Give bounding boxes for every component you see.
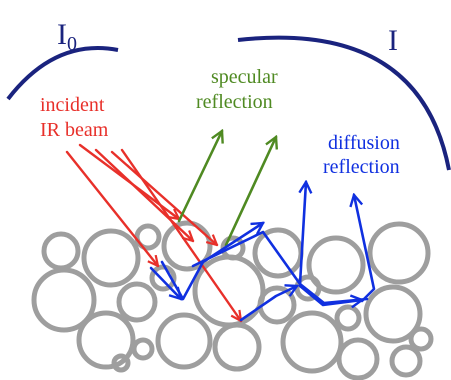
particle: [306, 235, 366, 295]
particle: [257, 285, 297, 325]
incident-beam-label: incident IR beam: [40, 94, 109, 141]
particle: [134, 223, 162, 251]
particle: [81, 228, 141, 288]
particle: [336, 337, 380, 380]
specular-reflection-label: specular reflection: [196, 66, 283, 113]
diffusion-path: [160, 223, 263, 301]
specular-ray: [177, 131, 222, 223]
particle: [31, 267, 97, 333]
particle: [116, 281, 158, 323]
powder-particles: [31, 220, 434, 380]
measured-detector-arc: [237, 35, 451, 171]
particle: [367, 221, 431, 285]
incident-beam-arrows: [65, 143, 241, 321]
particle: [280, 310, 344, 374]
particle: [76, 310, 136, 370]
specular-ray: [224, 137, 276, 247]
particle: [408, 326, 434, 352]
incident-intensity-label: I0: [57, 18, 77, 55]
particle: [131, 337, 155, 361]
diffusion-path: [354, 195, 376, 303]
diffusion-ray: [149, 266, 181, 299]
incident-ray: [120, 148, 241, 321]
particle: [212, 322, 262, 372]
particle: [389, 344, 423, 378]
particle: [363, 284, 423, 344]
diffusion-path: [298, 282, 369, 305]
incident-detector-arc: [6, 46, 119, 101]
incident-ray: [65, 150, 158, 266]
particle: [149, 264, 177, 292]
diffusion-reflection-arrows: [149, 182, 376, 322]
diffusion-path: [239, 286, 297, 322]
particle: [111, 353, 131, 373]
measured-intensity-label: I: [388, 24, 398, 57]
specular-reflection-arrows: [177, 131, 276, 247]
particle: [334, 304, 362, 332]
diffusion-reflection-label: diffusion reflection: [323, 132, 405, 178]
incident-ray: [94, 148, 193, 241]
particle: [155, 312, 213, 370]
diffusion-path: [191, 182, 306, 286]
incident-ray: [110, 150, 217, 245]
particle: [41, 231, 81, 271]
particle: [192, 254, 266, 328]
